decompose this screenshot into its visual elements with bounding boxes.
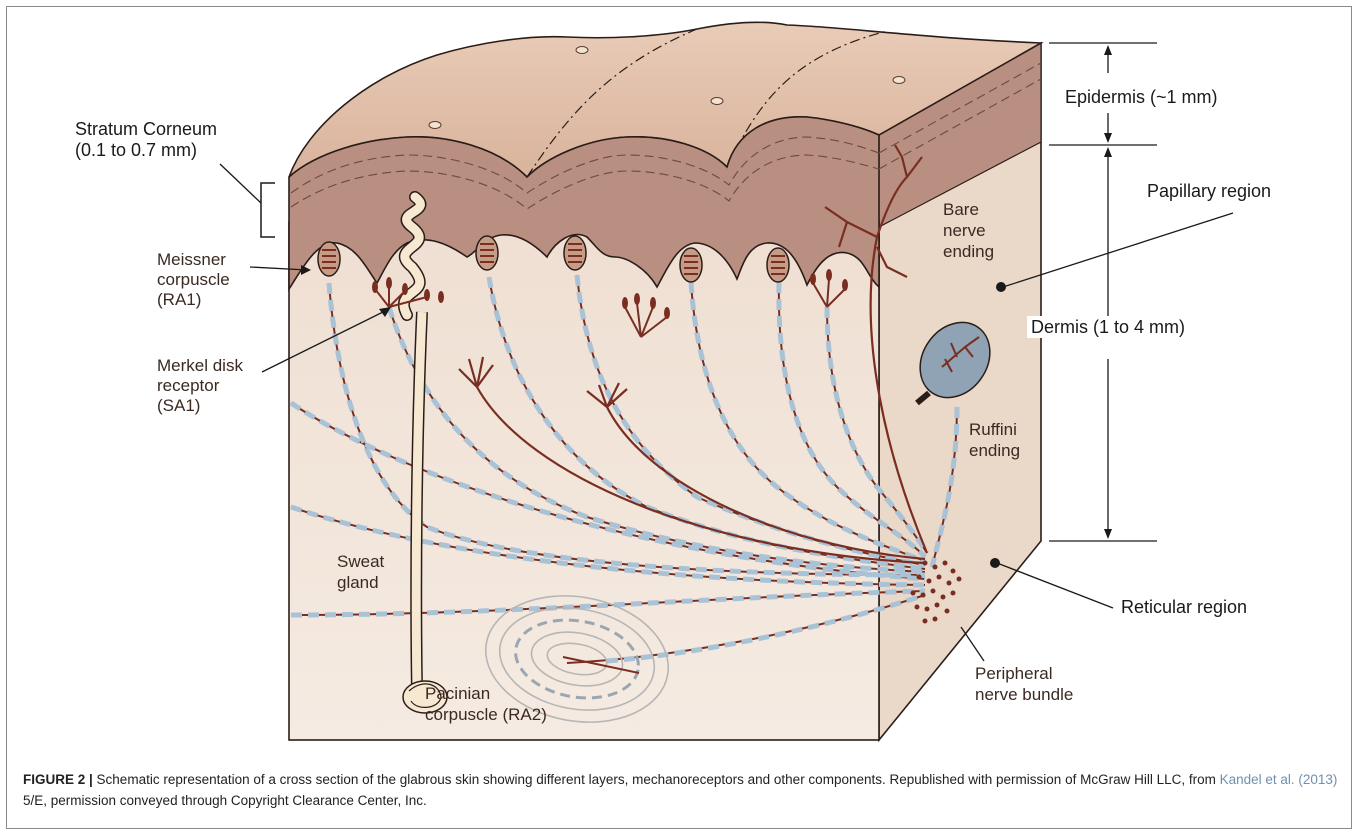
reticular-region-label: Reticular region xyxy=(1121,596,1247,618)
figure-frame: Stratum Corneum (0.1 to 0.7 mm) Epidermi… xyxy=(6,6,1352,829)
sweat-pore xyxy=(711,98,723,105)
meissner-label-line2: corpuscle xyxy=(157,269,230,290)
stratum-bracket xyxy=(261,183,275,237)
caption-text-end: 5/E, permission conveyed through Copyrig… xyxy=(23,793,427,808)
merkel-label-line3: (SA1) xyxy=(157,395,200,416)
ruffini-label-line2: ending xyxy=(969,440,1020,461)
papillary-region-label: Papillary region xyxy=(1147,180,1271,202)
dimension-lines xyxy=(1049,43,1157,541)
epidermis-label: Epidermis (~1 mm) xyxy=(1065,86,1218,108)
reticular-marker xyxy=(990,558,1000,568)
pacinian-label-line2: corpuscle (RA2) xyxy=(425,704,547,725)
stratum-leader-line xyxy=(220,164,261,203)
pacinian-label-line1: Pacinian xyxy=(425,683,490,704)
sweat-gland-label-line1: Sweat xyxy=(337,551,384,572)
bare-nerve-label-line2: nerve xyxy=(943,220,986,241)
caption-text: Schematic representation of a cross sect… xyxy=(93,772,1220,787)
citation-link[interactable]: Kandel et al. (2013) xyxy=(1220,772,1338,787)
meissner-label-line3: (RA1) xyxy=(157,289,201,310)
sweat-pore xyxy=(893,77,905,84)
bare-nerve-label-line3: ending xyxy=(943,241,994,262)
sweat-gland-label-line2: gland xyxy=(337,572,379,593)
stratum-corneum-range-label: (0.1 to 0.7 mm) xyxy=(75,139,197,161)
stratum-corneum-label: Stratum Corneum xyxy=(75,118,217,140)
peripheral-nerve-label-line1: Peripheral xyxy=(975,663,1053,684)
merkel-label-line1: Merkel disk xyxy=(157,355,243,376)
papillary-marker xyxy=(996,282,1006,292)
ruffini-label-line1: Ruffini xyxy=(969,419,1017,440)
sweat-pore xyxy=(429,122,441,129)
peripheral-nerve-label-line2: nerve bundle xyxy=(975,684,1073,705)
figure-number: FIGURE 2 | xyxy=(23,772,93,787)
meissner-label-line1: Meissner xyxy=(157,249,226,270)
figure-caption: FIGURE 2 | Schematic representation of a… xyxy=(23,769,1348,811)
merkel-label-line2: receptor xyxy=(157,375,219,396)
bare-nerve-label-line1: Bare xyxy=(943,199,979,220)
dermis-label: Dermis (1 to 4 mm) xyxy=(1027,316,1189,338)
sweat-pore xyxy=(576,47,588,54)
